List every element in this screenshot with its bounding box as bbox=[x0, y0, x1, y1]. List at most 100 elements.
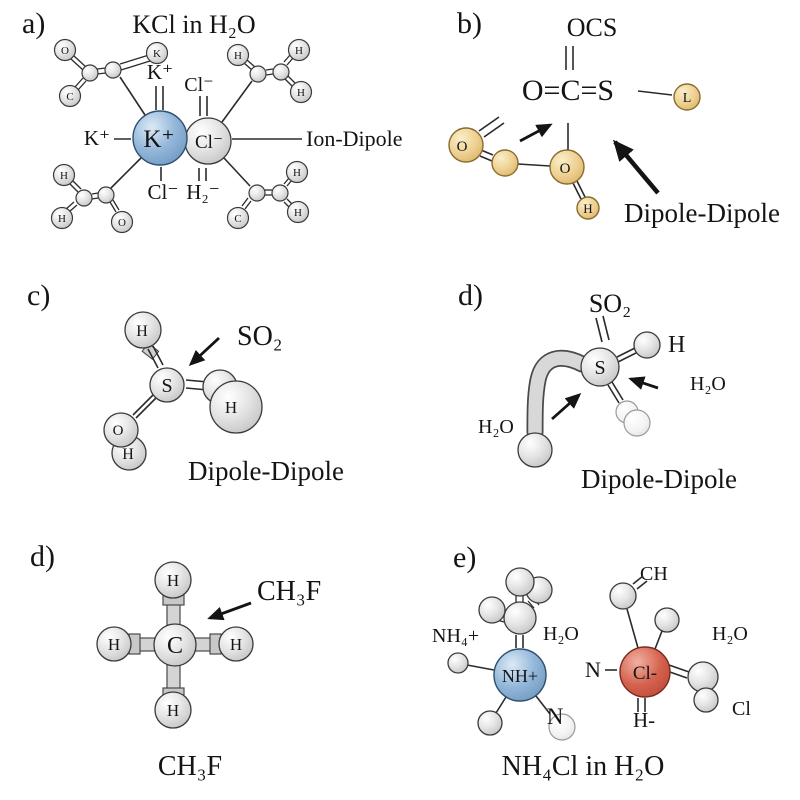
atom-label: O bbox=[560, 161, 571, 177]
interaction-label: Dipole-Dipole bbox=[624, 198, 780, 228]
bond-line bbox=[119, 76, 146, 116]
nh4-label: NH₄+ bbox=[432, 625, 479, 647]
bond-line bbox=[617, 352, 637, 363]
atom-label: C bbox=[234, 213, 241, 225]
bond-line bbox=[287, 75, 296, 84]
bond-line bbox=[65, 201, 75, 210]
bond-line bbox=[135, 397, 157, 419]
atom-label: H bbox=[122, 446, 134, 463]
cl-top-label: Cl⁻ bbox=[184, 74, 213, 96]
panel-c: c) H S H O H SO₂ Dipole-Dipole bbox=[27, 279, 344, 486]
interaction-label: Ion-Dipole bbox=[306, 126, 403, 151]
atom-sphere bbox=[53, 38, 77, 62]
atom-sphere bbox=[287, 38, 311, 62]
bond-line bbox=[68, 182, 79, 193]
bond-line bbox=[572, 182, 582, 200]
c-atom-sphere bbox=[153, 623, 197, 667]
bond-line bbox=[479, 155, 493, 162]
interaction-label: Dipole-Dipole bbox=[188, 456, 344, 486]
molecule-label: SO₂ bbox=[237, 321, 283, 352]
bond-line bbox=[74, 77, 84, 88]
h2o-label: H₂O bbox=[478, 416, 514, 438]
bond-line bbox=[112, 199, 120, 211]
bond-line bbox=[265, 68, 274, 71]
water-cluster-bottom-left: H H O bbox=[50, 157, 142, 234]
n-label: N bbox=[547, 704, 564, 729]
bond-line bbox=[616, 347, 636, 358]
bond-line bbox=[668, 664, 690, 673]
bond-line bbox=[91, 197, 99, 200]
atom-sphere bbox=[491, 149, 519, 177]
water-molecule-tan: O O H bbox=[448, 116, 600, 220]
h2-bottom-label: H₂⁻ bbox=[186, 180, 220, 204]
bond-line bbox=[77, 80, 87, 91]
atom-sphere bbox=[271, 184, 289, 202]
h-minus-label: H- bbox=[633, 708, 655, 732]
atom-label: O bbox=[113, 423, 124, 439]
arrow bbox=[613, 139, 660, 195]
water-cluster-top-left: O K C bbox=[53, 38, 169, 116]
atom-sphere bbox=[110, 210, 134, 234]
bond-line bbox=[265, 73, 274, 76]
arrow bbox=[188, 336, 220, 367]
h-atom-sphere bbox=[218, 626, 254, 662]
atom-sphere bbox=[285, 160, 309, 184]
h-atom-sphere bbox=[96, 626, 132, 662]
h2o-label: H₂O bbox=[543, 623, 579, 645]
panel-a-title: KCl in H₂O bbox=[132, 10, 255, 39]
atom-sphere bbox=[272, 63, 290, 81]
bond-line bbox=[241, 197, 249, 207]
anion-label: Cl⁻ bbox=[195, 132, 223, 153]
bond-line bbox=[636, 580, 648, 590]
atom-label: H bbox=[583, 201, 592, 216]
bond-line bbox=[637, 90, 673, 96]
bond-line bbox=[71, 179, 82, 190]
n-atom-sphere bbox=[548, 713, 576, 741]
caption: CH₃F bbox=[158, 751, 222, 782]
h-atom-sphere bbox=[477, 710, 503, 736]
atom-sphere bbox=[81, 64, 99, 82]
atom-label: C bbox=[66, 91, 73, 103]
atom-label: H bbox=[136, 323, 148, 340]
bond-line bbox=[284, 78, 293, 87]
h-atom-sphere bbox=[154, 561, 192, 599]
bond-line bbox=[73, 55, 87, 68]
bond-line bbox=[110, 157, 142, 189]
bond-line bbox=[478, 116, 500, 132]
atom-label: H bbox=[293, 167, 301, 179]
bond-line bbox=[602, 315, 610, 341]
panel-b-title: OCS bbox=[567, 13, 618, 42]
atom-label: H bbox=[167, 701, 179, 720]
o-atom-sphere bbox=[103, 412, 139, 448]
k-left-label: K⁺ bbox=[84, 126, 110, 150]
interaction-label: Dipole-Dipole bbox=[581, 464, 737, 494]
bond-line bbox=[466, 664, 495, 671]
bond-line bbox=[495, 696, 507, 714]
panel-d-tag: d) bbox=[458, 279, 483, 312]
atom-sphere bbox=[549, 149, 585, 185]
atom-sphere bbox=[97, 186, 115, 204]
ligand-label: L bbox=[683, 91, 692, 106]
atom-sphere bbox=[249, 65, 267, 83]
bond-line bbox=[286, 57, 294, 66]
atom-sphere bbox=[52, 163, 76, 187]
atom-label: H bbox=[668, 332, 685, 358]
atom-sphere bbox=[226, 43, 250, 67]
atom-sphere bbox=[505, 567, 535, 597]
water-cluster-top-right: H H H bbox=[221, 38, 313, 123]
h-atom-sphere bbox=[633, 331, 661, 359]
ammonium-ion-sphere bbox=[493, 648, 547, 702]
h2o-end-sphere bbox=[517, 432, 553, 468]
atom-label: C bbox=[167, 633, 183, 659]
bond-line bbox=[147, 348, 159, 369]
atom-label: S bbox=[161, 375, 172, 397]
atom-label: H bbox=[297, 87, 305, 99]
cl-bottom-label: Cl⁻ bbox=[148, 180, 179, 204]
bond-line bbox=[527, 600, 535, 609]
caption: NH₄Cl in H₂O bbox=[502, 751, 665, 782]
atom-label: H bbox=[230, 635, 242, 654]
potassium-ion-sphere bbox=[132, 110, 188, 166]
bond-line bbox=[96, 67, 107, 70]
bond-line bbox=[120, 60, 151, 71]
